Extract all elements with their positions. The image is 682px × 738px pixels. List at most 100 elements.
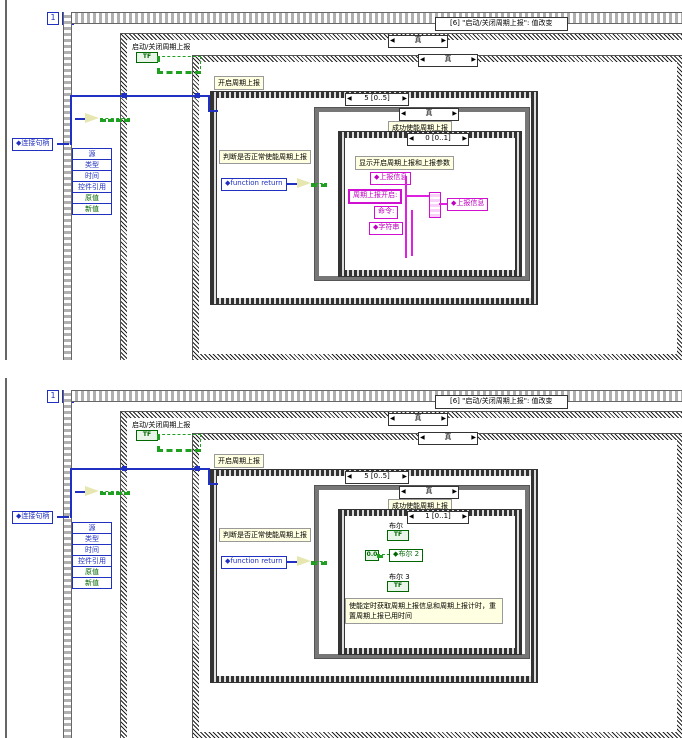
sequence-frame-left	[63, 12, 72, 360]
wire-pink-out	[439, 203, 447, 205]
left-border	[5, 0, 7, 360]
wire-handle	[57, 143, 69, 145]
wire-pink-v2	[411, 210, 413, 256]
property-icon: ◆	[374, 173, 380, 181]
report-info-in[interactable]: ◆上报信息	[370, 172, 412, 185]
case-selector-true-3[interactable]: 真	[399, 486, 459, 499]
wire-func	[287, 183, 297, 185]
frame-number-1[interactable]: 1	[47, 12, 59, 25]
bool-2-text: 布尔 2	[398, 550, 420, 558]
enable-success-label: 成功使能周期上报	[388, 499, 452, 513]
report-info-out[interactable]: ◆上报信息	[447, 198, 489, 211]
wire-func	[287, 561, 297, 563]
sequence-selector[interactable]: 5 [0..5]	[345, 471, 409, 484]
top-panel: 1 2 [6] "启动/关闭周期上报": 值改变 真 启动/关闭周期上报 TF …	[5, 0, 682, 360]
period-on-constant[interactable]: 周期上报开启:	[348, 189, 403, 204]
wire-handle	[57, 516, 69, 518]
event-item[interactable]: 控件引用	[73, 182, 111, 193]
open-report-label: 开启周期上报	[214, 76, 264, 90]
comment-box: 使能定时获取周期上报信息和周期上报计时，重置周期上报已用时间	[345, 598, 503, 624]
property-icon: ◆	[225, 557, 231, 565]
case-selector-true-2[interactable]: 真	[418, 432, 478, 445]
wire-pink-v	[405, 176, 407, 258]
equal-zero-compare-icon[interactable]	[297, 178, 311, 188]
property-icon: ◆	[393, 550, 399, 558]
wire-tf	[157, 56, 201, 74]
stacked-sequence-inner	[338, 509, 522, 655]
wire-to-seq-2	[208, 110, 218, 112]
case-selector-true-1[interactable]: 真	[388, 413, 448, 426]
wire-handle-up	[70, 468, 72, 518]
event-item[interactable]: 时间	[73, 171, 111, 182]
property-icon: ◆	[225, 179, 231, 187]
event-data-node[interactable]: 源 类型 时间 控件引用 原值 新值	[72, 522, 112, 589]
wire-tf	[157, 434, 201, 452]
event-item[interactable]: 类型	[73, 534, 111, 545]
property-icon: ◆	[16, 512, 22, 520]
sequence-selector-inner[interactable]: 0 [0..1]	[407, 133, 469, 146]
bool-label-3: 布尔 3	[389, 573, 410, 581]
function-return-indicator[interactable]: ◆function return	[221, 556, 287, 569]
compare-handle-icon[interactable]	[85, 486, 99, 496]
start-stop-label: 启动/关闭周期上报	[132, 43, 191, 51]
bool-3-constant[interactable]: TF	[387, 581, 409, 592]
frame-number-1[interactable]: 1	[47, 390, 59, 403]
tf-constant[interactable]: TF	[136, 430, 158, 441]
string-control[interactable]: ◆字符串	[369, 222, 404, 235]
tf-constant[interactable]: TF	[136, 52, 158, 63]
report-info-out-text: 上报信息	[456, 199, 485, 207]
show-params-label: 显示开启周期上报和上报参数	[355, 156, 454, 170]
case-selector-true-2[interactable]: 真	[418, 54, 478, 67]
case-selector-true-1[interactable]: 真	[388, 35, 448, 48]
wire-compare-in	[75, 491, 85, 493]
wire-compare-in	[75, 118, 85, 120]
event-selector[interactable]: [6] "启动/关闭周期上报": 值改变	[435, 17, 568, 31]
event-item[interactable]: 控件引用	[73, 556, 111, 567]
judge-label: 判断是否正常使能周期上报	[219, 528, 311, 542]
tunnel-1	[122, 466, 127, 471]
connect-handle-control[interactable]: ◆连接句柄	[12, 511, 54, 524]
connect-handle-text: 连接句柄	[21, 512, 50, 520]
function-return-indicator[interactable]: ◆function return	[221, 178, 287, 191]
function-return-text: function return	[230, 179, 283, 187]
sequence-frame-top	[63, 390, 682, 402]
event-item[interactable]: 新值	[85, 579, 99, 587]
compare-handle-icon[interactable]	[85, 113, 99, 123]
sequence-selector-inner[interactable]: 1 [0..1]	[407, 511, 469, 524]
event-item[interactable]: 新值	[85, 205, 99, 213]
tunnel-2	[195, 93, 200, 98]
wire-handle-main	[70, 468, 208, 470]
wire-handle-up	[70, 95, 72, 145]
event-item[interactable]: 源	[73, 523, 111, 534]
wire-handle-main	[70, 95, 208, 97]
event-selector[interactable]: [6] "启动/关闭周期上报": 值改变	[435, 395, 568, 409]
event-item[interactable]: 原值	[73, 193, 111, 204]
wire-bool-1	[311, 561, 327, 565]
event-item[interactable]: 类型	[73, 160, 111, 171]
function-return-text: function return	[230, 557, 283, 565]
property-icon: ◆	[16, 139, 22, 147]
event-item[interactable]: 时间	[73, 545, 111, 556]
property-icon: ◆	[373, 223, 379, 231]
sequence-frame-top	[63, 12, 682, 24]
wire-compare-out	[100, 491, 130, 495]
wire-bool-1	[311, 183, 327, 187]
tunnel-2	[195, 466, 200, 471]
event-item[interactable]: 源	[73, 149, 111, 160]
equal-zero-compare-icon[interactable]	[297, 556, 311, 566]
left-border	[5, 378, 7, 738]
event-item[interactable]: 原值	[73, 567, 111, 578]
report-info-in-text: 上报信息	[379, 173, 408, 181]
event-data-node[interactable]: 源 类型 时间 控件引用 原值 新值	[72, 148, 112, 215]
wire-to-seq	[208, 468, 210, 483]
connect-handle-control[interactable]: ◆连接句柄	[12, 138, 54, 151]
concatenate-strings-icon[interactable]	[429, 192, 441, 218]
command-constant[interactable]: 命令:	[374, 206, 399, 219]
bool-2-local[interactable]: ◆布尔 2	[389, 549, 424, 562]
string-text: 字符串	[378, 223, 400, 231]
bool-1-constant[interactable]: TF	[387, 530, 409, 541]
bool-label-1: 布尔	[389, 522, 403, 530]
judge-label: 判断是否正常使能周期上报	[219, 150, 311, 164]
case-selector-true-3[interactable]: 真	[399, 108, 459, 121]
sequence-selector[interactable]: 5 [0..5]	[345, 93, 409, 106]
